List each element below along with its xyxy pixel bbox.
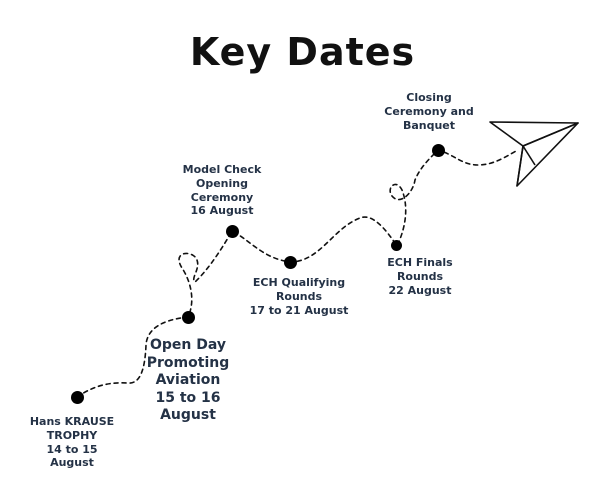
milestone-line: 22 August (388, 283, 452, 297)
milestone-line: August (50, 456, 94, 470)
milestone-line: 16 August (190, 204, 254, 218)
timeline-dot (432, 144, 445, 157)
page-title: Key Dates (189, 30, 416, 74)
milestone-line: 15 to 16 (155, 389, 221, 406)
milestone-line: Banquet (402, 118, 456, 132)
milestone-line: 17 to 21 August (249, 303, 349, 317)
milestone-line: ECH Qualifying (252, 276, 346, 289)
milestone-line: TROPHY (46, 428, 98, 442)
milestone-line: ECH Finals (387, 256, 453, 269)
milestone-line: Model Check (182, 163, 262, 176)
milestone-line: Promoting (146, 354, 230, 371)
milestone-line: Ceremony and (384, 104, 474, 118)
timeline-dot (182, 311, 195, 324)
milestone-line: Ceremony (190, 190, 254, 204)
milestone-line: Closing (406, 91, 452, 104)
milestone-line: Rounds (275, 289, 323, 303)
milestone-line: Opening (196, 176, 248, 190)
timeline-dot (284, 256, 297, 269)
milestone-line: Aviation (155, 372, 221, 388)
milestone-line: Open Day (149, 337, 227, 353)
milestone-line: 14 to 15 (46, 442, 98, 456)
timeline-dot (226, 225, 239, 238)
milestone-line: Hans KRAUSE (29, 415, 115, 428)
timeline-dot (391, 240, 402, 251)
milestone-line: August (160, 407, 216, 423)
milestone-line: Rounds (396, 269, 444, 283)
timeline-dot (71, 391, 84, 404)
